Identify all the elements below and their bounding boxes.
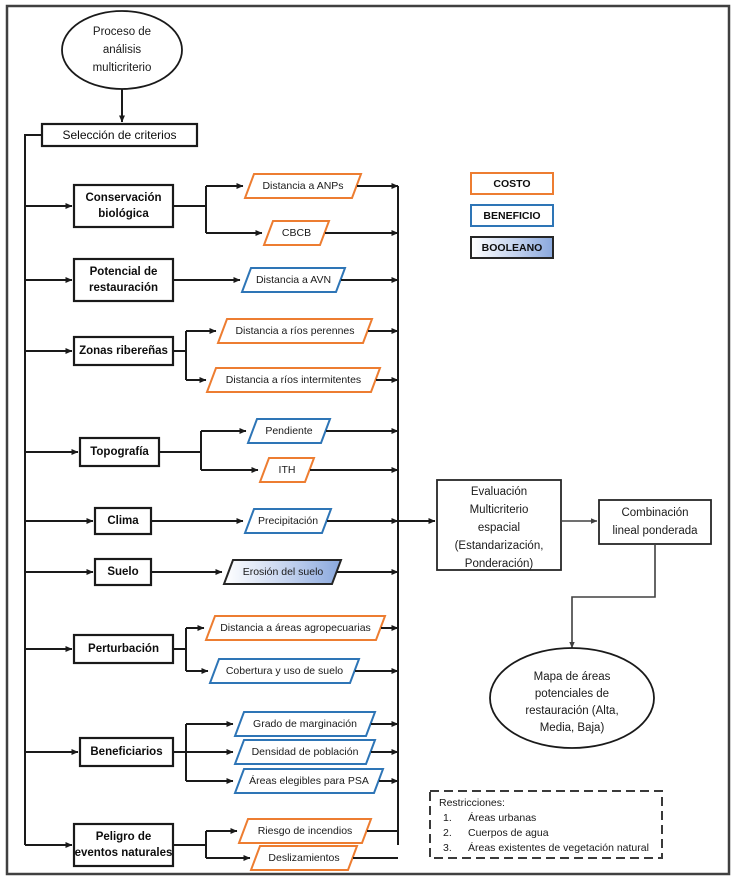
legend-label-booleano: BOOLEANO: [482, 242, 543, 254]
criterion-label-peligro-2: eventos naturales: [75, 847, 173, 859]
restriction-num-2: 2.: [443, 827, 452, 839]
factor-label-ith: ITH: [279, 464, 296, 476]
output-line-3: restauración (Alta,: [525, 705, 618, 717]
evaluation-line-1: Evaluación: [471, 486, 527, 498]
factor-shape-areas-elegibles-psa: [233, 768, 385, 794]
restriction-text-1: Áreas urbanas: [468, 811, 536, 824]
factor-label-rios-intermitentes: Distancia a ríos intermitentes: [226, 374, 361, 386]
factor-label-precipitacion: Precipitación: [258, 515, 318, 527]
selection-label: Selección de criterios: [62, 128, 176, 142]
factor-label-erosion-del-suelo: Erosión del suelo: [243, 566, 324, 578]
factor-label-cbcb: CBCB: [282, 227, 311, 239]
factor-shape-distancia-agropecuarias: [204, 615, 387, 641]
criterion-box-beneficiarios: [78, 736, 175, 768]
restrictions-box: [429, 790, 663, 859]
restriction-num-1: 1.: [443, 812, 452, 824]
factor-label-grado-marginacion: Grado de marginación: [253, 718, 357, 730]
legend-swatch-booleano: [470, 236, 554, 259]
combination-line-1: Combinación: [621, 507, 688, 519]
factor-shape-cobertura-uso-suelo: [208, 658, 361, 684]
criterion-box-clima: [93, 506, 153, 536]
criterion-label-potencial-2: restauración: [89, 282, 158, 294]
factor-shape-distancia-avn: [240, 267, 347, 293]
legend-label-costo: COSTO: [493, 178, 530, 190]
output-ellipse: [489, 647, 655, 749]
factor-label-cobertura-uso-suelo: Cobertura y uso de suelo: [226, 665, 343, 677]
evaluation-line-4: (Estandarización,: [455, 540, 544, 552]
factor-shape-pendiente: [246, 418, 332, 444]
factor-label-pendiente: Pendiente: [265, 425, 312, 437]
factor-shape-deslizamientos: [249, 845, 359, 871]
left-spine: [24, 134, 42, 845]
combination-box: [598, 499, 712, 545]
restriction-text-3: Áreas existentes de vegetación natural: [468, 841, 649, 854]
factor-shape-ith: [258, 457, 316, 483]
criterion-label-potencial-1: Potencial de: [90, 266, 158, 278]
criterion-label-conservacion-2: biológica: [98, 208, 149, 220]
legend-label-beneficio: BENEFICIO: [483, 210, 540, 222]
factor-shape-distancia-anps: [243, 173, 363, 199]
legend-swatch-beneficio: [470, 204, 554, 227]
factor-label-densidad-poblacion: Densidad de población: [252, 746, 359, 758]
criterion-box-peligro-eventos: [72, 822, 175, 868]
criterion-box-perturbacion: [72, 633, 175, 665]
output-line-2: potenciales de: [535, 688, 609, 700]
factor-shape-densidad-poblacion: [233, 739, 377, 765]
factor-label-areas-elegibles-psa: Áreas elegibles para PSA: [249, 774, 369, 787]
start-line-2: análisis: [103, 44, 142, 56]
criterion-label-topografia: Topografía: [90, 446, 149, 458]
criterion-label-zonas: Zonas ribereñas: [79, 345, 168, 357]
factor-label-distancia-avn: Distancia a AVN: [256, 274, 331, 286]
criterion-label-beneficiarios: Beneficiarios: [90, 746, 162, 758]
evaluation-box: [436, 479, 562, 571]
criterion-box-suelo: [93, 557, 153, 587]
factor-shape-riesgo-incendios: [237, 818, 373, 844]
factor-label-riesgo-incendios: Riesgo de incendios: [258, 825, 353, 837]
criterion-box-topografia: [78, 436, 161, 468]
evaluation-line-3: espacial: [478, 522, 520, 534]
factor-label-rios-perennes: Distancia a ríos perennes: [235, 325, 354, 337]
criterion-label-clima: Clima: [107, 515, 139, 527]
output-line-1: Mapa de áreas: [534, 671, 611, 683]
restriction-text-2: Cuerpos de agua: [468, 827, 549, 839]
evaluation-line-5: Ponderación): [465, 558, 534, 570]
connector-combinacion-to-mapa: [569, 544, 656, 649]
legend-swatch-costo: [470, 172, 554, 195]
factor-label-distancia-agropecuarias: Distancia a áreas agropecuarias: [220, 622, 371, 634]
factor-label-distancia-anps: Distancia a ANPs: [262, 180, 343, 192]
factor-shape-rios-intermitentes: [205, 367, 382, 393]
factor-shape-grado-marginacion: [233, 711, 377, 737]
factor-shape-erosion-del-suelo: [222, 559, 343, 585]
criterion-label-suelo: Suelo: [107, 566, 138, 578]
restriction-num-3: 3.: [443, 842, 452, 854]
criterion-label-perturbacion: Perturbación: [88, 643, 159, 655]
criterion-label-conservacion-1: Conservación: [85, 192, 161, 204]
evaluation-line-2: Multicriterio: [470, 504, 529, 516]
criterion-box-zonas-riberenas: [72, 335, 175, 367]
restrictions-heading: Restricciones:: [439, 797, 505, 809]
factor-shape-precipitacion: [243, 508, 333, 534]
factor-label-deslizamientos: Deslizamientos: [268, 852, 339, 864]
factor-shape-rios-perennes: [216, 318, 374, 344]
page-frame: [5, 4, 731, 876]
combination-line-2: lineal ponderada: [612, 525, 698, 537]
criterion-label-peligro-1: Peligro de: [96, 831, 152, 843]
start-line-3: multicriterio: [93, 62, 152, 74]
factor-shape-cbcb: [262, 220, 331, 246]
start-line-1: Proceso de: [93, 26, 151, 38]
output-line-4: Media, Baja): [540, 722, 605, 734]
